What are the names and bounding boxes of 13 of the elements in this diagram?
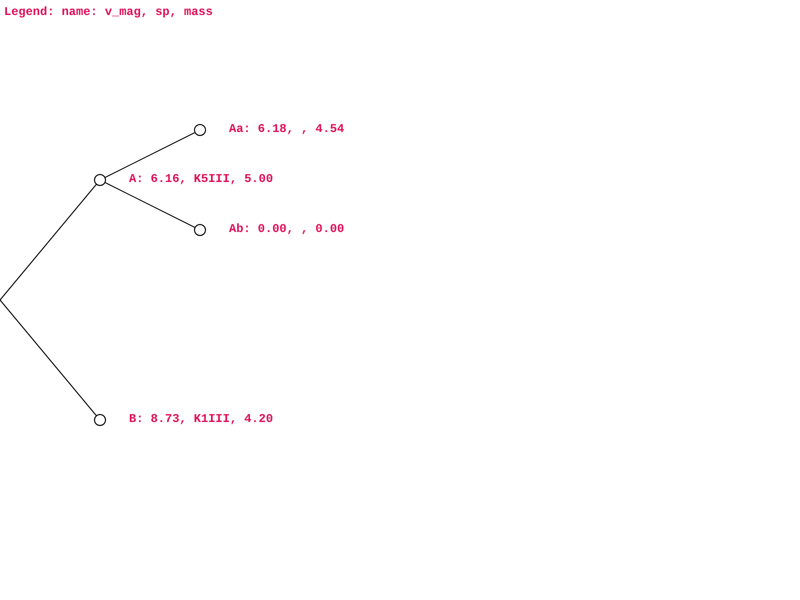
node-caption: A: 6.16, K5III, 5.00 bbox=[129, 172, 274, 186]
tree-branch-line bbox=[0, 300, 97, 416]
tree-branch-line bbox=[104, 182, 196, 228]
tree-branch-line bbox=[104, 132, 196, 178]
node-caption: Aa: 6.18, , 4.54 bbox=[229, 122, 344, 136]
node-caption: Ab: 0.00, , 0.00 bbox=[229, 222, 344, 236]
node-caption: B: 8.73, K1III, 4.20 bbox=[129, 412, 274, 426]
circle-node bbox=[194, 224, 206, 236]
circle-node bbox=[94, 174, 106, 186]
circle-node bbox=[94, 414, 106, 426]
tree-branch-line bbox=[0, 184, 97, 300]
legend-note: Legend: name: v_mag, sp, mass bbox=[4, 5, 213, 19]
circle-node bbox=[194, 124, 206, 136]
